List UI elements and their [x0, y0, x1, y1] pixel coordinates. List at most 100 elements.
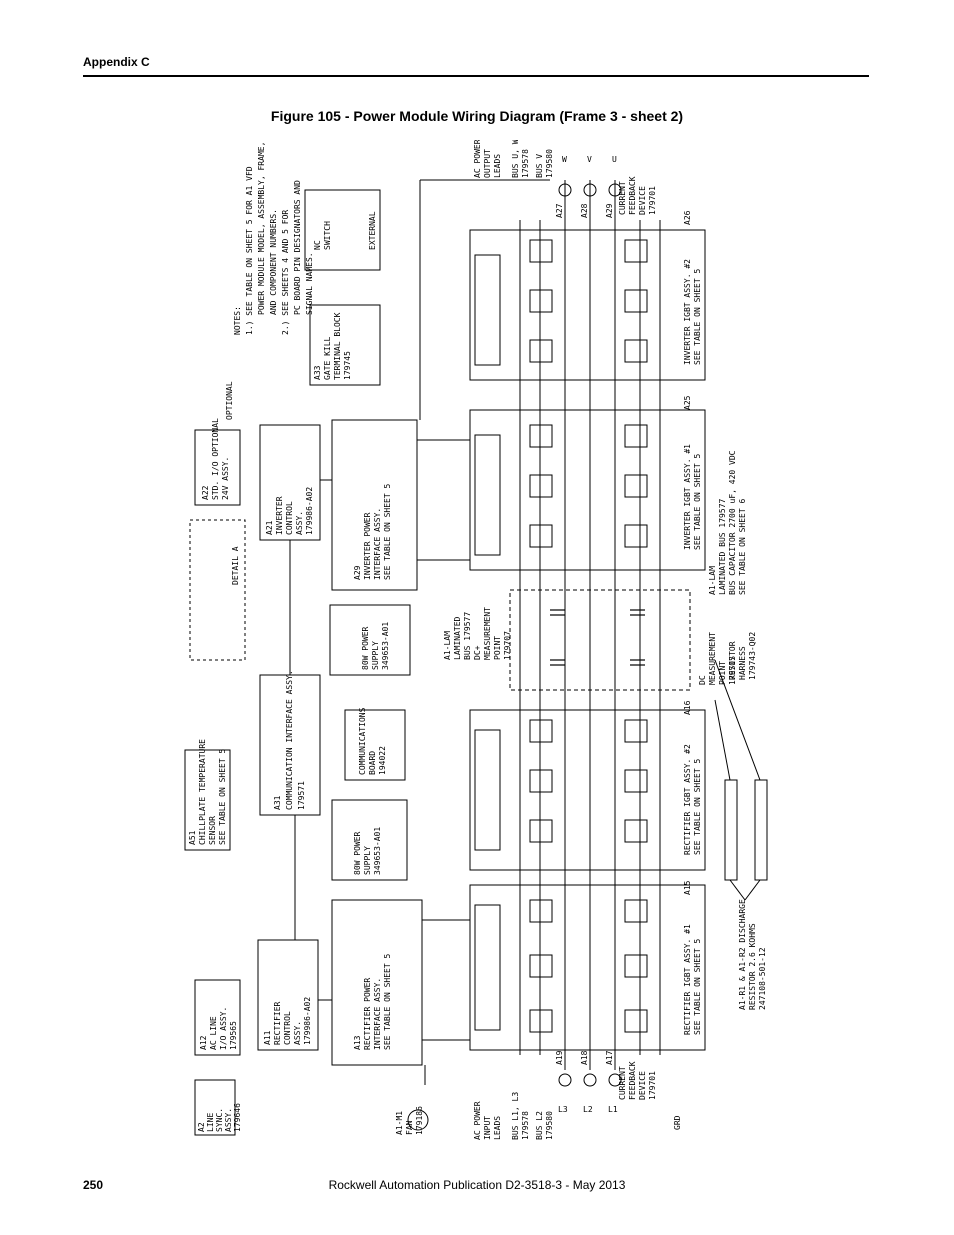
ac-output-label: AC POWER [473, 140, 482, 178]
wiring-diagram: NOTES: 1.) SEE TABLE ON SHEET 5 FOR A1 V… [170, 140, 790, 1140]
svg-text:FEEDBACK: FEEDBACK [628, 176, 637, 215]
svg-text:SEE TABLE ON SHEET 5: SEE TABLE ON SHEET 5 [693, 268, 702, 365]
svg-text:2.) SEE SHEETS 4 AND 5 FOR: 2.) SEE SHEETS 4 AND 5 FOR [281, 210, 290, 335]
svg-text:349653-A01: 349653-A01 [373, 827, 382, 875]
terminal-l2: L2 [583, 1105, 593, 1114]
svg-text:194022: 194022 [378, 746, 387, 775]
inverter-control-label: A21 [265, 520, 274, 535]
svg-text:BUS U, W: BUS U, W [511, 140, 520, 178]
inv-igbt2-frame [469, 229, 706, 381]
svg-text:MEASUREMENT: MEASUREMENT [483, 607, 492, 660]
svg-text:POINT: POINT [718, 661, 727, 685]
comm-board-box [344, 709, 406, 781]
svg-text:179701: 179701 [648, 1071, 657, 1100]
svg-text:FAN: FAN [405, 1120, 414, 1135]
terminal-u: U [612, 155, 617, 164]
line-sync-label: A2 [197, 1122, 206, 1132]
gate-kill-box [309, 304, 381, 386]
svg-text:EXTERNAL: EXTERNAL [368, 211, 377, 250]
header-rule [83, 75, 869, 77]
svg-text:179580: 179580 [545, 1111, 554, 1140]
rect-igbt2-frame [469, 709, 706, 871]
detail-a-box [189, 519, 246, 661]
svg-text:LEADS: LEADS [493, 1116, 502, 1140]
svg-text:179565: 179565 [229, 1021, 238, 1050]
terminal-l3: L3 [558, 1105, 568, 1114]
svg-text:I/O ASSY.: I/O ASSY. [219, 1007, 228, 1050]
comm-interface-label: A31 [273, 795, 282, 810]
svg-text:PC BOARD PIN DESIGNATORS AND: PC BOARD PIN DESIGNATORS AND [293, 180, 302, 315]
svg-text:SEE TABLE ON SHEET 5: SEE TABLE ON SHEET 5 [693, 453, 702, 550]
svg-text:SEE TABLE ON SHEET 6: SEE TABLE ON SHEET 6 [738, 498, 747, 595]
dc-plus-label: A1-LAM [443, 631, 452, 660]
svg-text:349653-A01: 349653-A01 [381, 622, 390, 670]
svg-text:BUS CAPACITOR 2700 uF, 420 VDC: BUS CAPACITOR 2700 uF, 420 VDC [728, 450, 737, 595]
discharge-label: A1-R1 & A1-R2 DISCHARGE [738, 899, 747, 1010]
figure-caption: Figure 105 - Power Module Wiring Diagram… [270, 108, 684, 124]
svg-text:24V ASSY.: 24V ASSY. [221, 457, 230, 500]
inv-igbt2-label: INVERTER IGBT ASSY. #2 [683, 259, 692, 365]
svg-text:FEEDBACK: FEEDBACK [628, 1061, 637, 1100]
inv-igbt1-frame [469, 409, 706, 571]
svg-text:BUS V: BUS V [535, 154, 544, 178]
section-header: Appendix C [83, 55, 150, 69]
inv-power-board [331, 419, 418, 591]
comm-board-label: COMMUNICATIONS [358, 707, 367, 775]
ac-line-io-label: A12 [199, 1035, 208, 1050]
detail-a-label: DETAIL A [231, 546, 240, 585]
svg-text:RESISTOR 2.6 KOHMS: RESISTOR 2.6 KOHMS [748, 923, 757, 1010]
svg-text:OUTPUT: OUTPUT [483, 149, 492, 178]
lam-bus-frame [509, 589, 691, 691]
svg-text:DC+: DC+ [473, 645, 482, 660]
svg-text:179743-Q02: 179743-Q02 [748, 632, 757, 680]
rectifier-control-label: A11 [263, 1030, 272, 1045]
nc-switch-box [304, 189, 381, 271]
svg-text:179580: 179580 [545, 149, 554, 178]
svg-text:INPUT: INPUT [483, 1116, 492, 1140]
svg-text:BUS 179577: BUS 179577 [463, 612, 472, 660]
svg-text:A29: A29 [605, 203, 614, 218]
ps-rect-label: 80W POWER [353, 831, 362, 875]
ps-rect-box [331, 799, 408, 881]
optional-24v-label: A22 [201, 485, 210, 500]
ps-inv-label: 80W POWER [361, 626, 370, 670]
svg-text:179707: 179707 [503, 631, 512, 660]
svg-text:INTERFACE ASSY.: INTERFACE ASSY. [373, 508, 382, 580]
gate-kill-label: A33 [313, 365, 322, 380]
current-fb-in-label: CURRENT [618, 1066, 627, 1100]
svg-text:179745: 179745 [343, 351, 352, 380]
rect-igbt1-frame [469, 884, 706, 1051]
terminal-w: W [562, 155, 567, 164]
current-fb-out-label: CURRENT [618, 181, 627, 215]
laminated-bus-label: A1-LAM [708, 566, 717, 595]
svg-text:SEE TABLE ON SHEET 5: SEE TABLE ON SHEET 5 [218, 748, 227, 845]
svg-text:179571: 179571 [297, 781, 306, 810]
svg-text:INVERTER: INVERTER [275, 496, 284, 535]
dc-measure-label: DC [698, 675, 707, 685]
publication-footer: Rockwell Automation Publication D2-3518-… [328, 1178, 626, 1192]
svg-text:A15: A15 [683, 880, 692, 895]
svg-text:BUS L1, L3: BUS L1, L3 [511, 1092, 520, 1140]
rect-igbt2-label: RECTIFIER IGBT ASSY. #2 [683, 744, 692, 855]
inv-igbt1-label: INVERTER IGBT ASSY. #1 [683, 444, 692, 550]
rectifier-power-label: A13 [353, 1035, 362, 1050]
svg-text:DEVICE: DEVICE [638, 1071, 647, 1100]
current-fb-out-a27: A27 [555, 203, 564, 218]
svg-text:179646: 179646 [233, 1103, 242, 1132]
svg-text:SUPPLY: SUPPLY [371, 641, 380, 670]
svg-text:179707: 179707 [728, 656, 737, 685]
svg-text:A16: A16 [683, 700, 692, 715]
svg-text:SUPPLY: SUPPLY [363, 846, 372, 875]
svg-text:SYNC.: SYNC. [215, 1108, 224, 1132]
rect-igbt1-label: RECTIFIER IGBT ASSY. #1 [683, 924, 692, 1035]
svg-text:SEE TABLE ON SHEET 5: SEE TABLE ON SHEET 5 [693, 938, 702, 1035]
page-number: 250 [83, 1178, 104, 1192]
svg-text:RECTIFIER POWER: RECTIFIER POWER [363, 978, 372, 1050]
line-sync-box [194, 1079, 236, 1136]
svg-text:GATE KILL: GATE KILL [323, 336, 332, 380]
svg-text:POINT: POINT [493, 636, 502, 660]
optional-label: OPTIONAL [225, 381, 234, 420]
svg-text:A28: A28 [580, 203, 589, 218]
svg-text:CHILLPLATE TEMPERATURE: CHILLPLATE TEMPERATURE [198, 739, 207, 845]
svg-text:AC LINE: AC LINE [209, 1016, 218, 1050]
